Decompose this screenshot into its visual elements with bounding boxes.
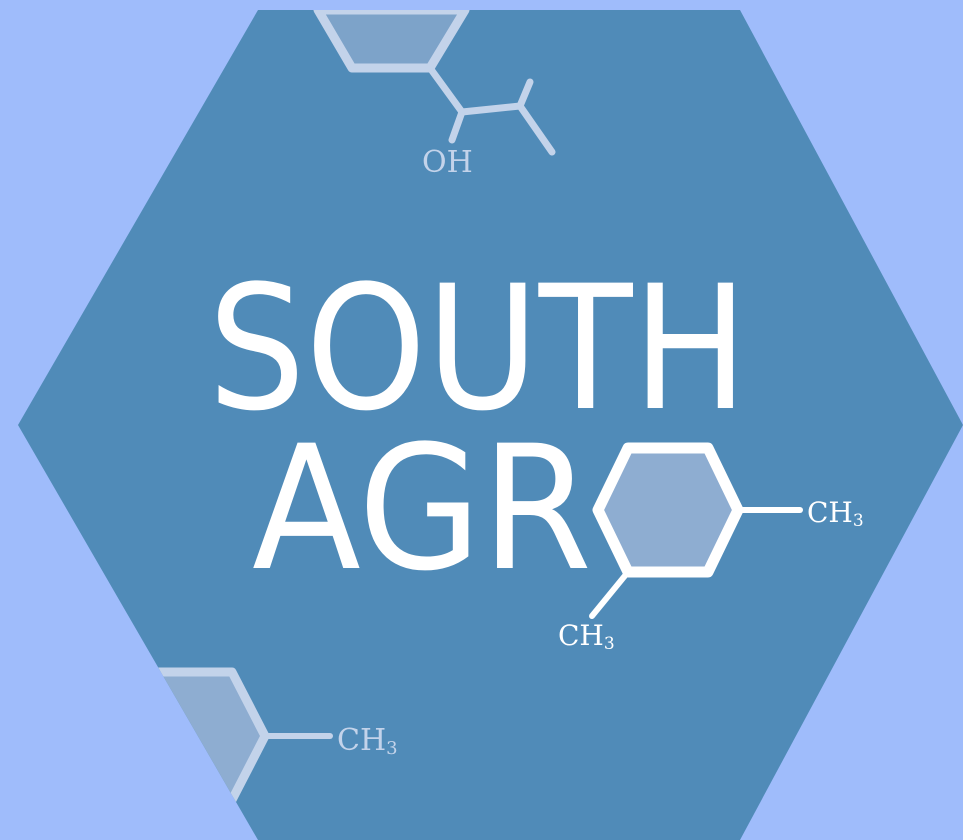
ch3-lower-left-label: CH3 [337, 723, 398, 759]
top-molecule-icon: OH [313, 10, 556, 180]
ch3-right-label: CH3 [807, 496, 864, 531]
wordmark-line-agr: AGR [252, 408, 592, 609]
oh-label: OH [422, 145, 473, 180]
wordmark-line-south: SOUTH [208, 248, 748, 449]
benzene-ring-icon [589, 442, 803, 619]
main-hexagon [18, 10, 963, 840]
ch3-bottom-label: CH3 [558, 619, 615, 654]
